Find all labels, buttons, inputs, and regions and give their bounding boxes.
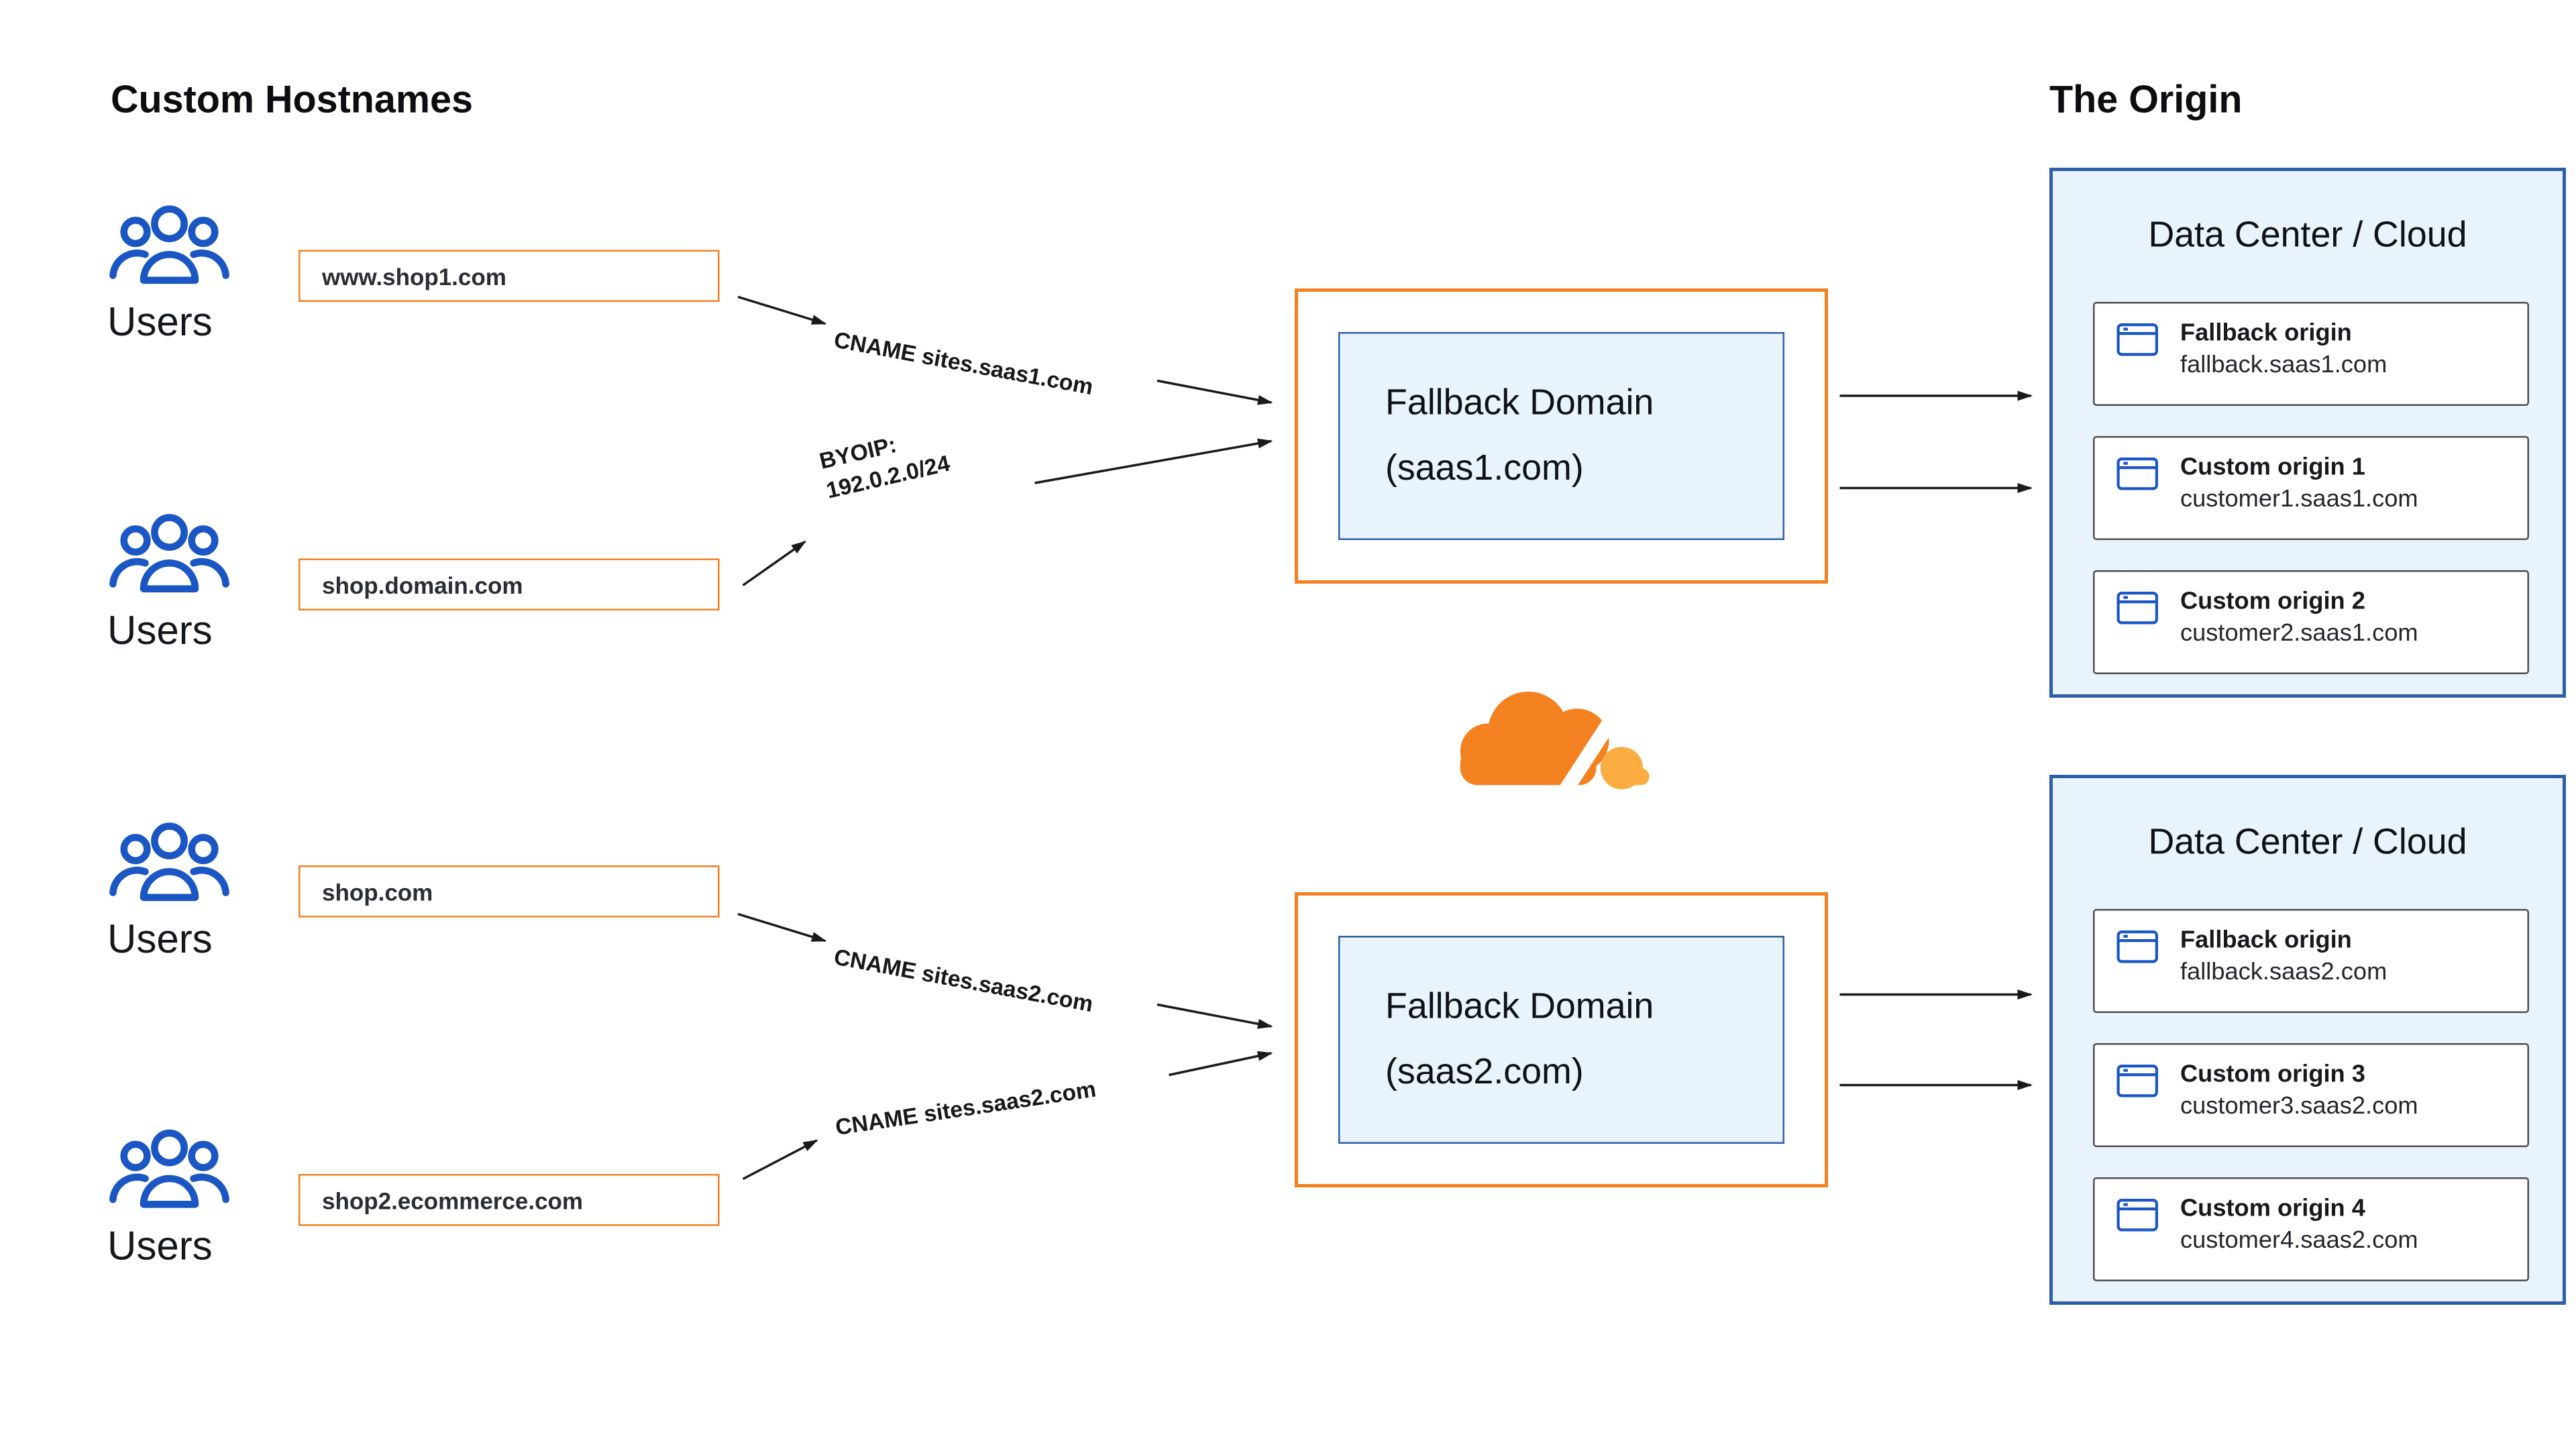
arrow-byoip-to-fallback1: [1034, 438, 1273, 484]
origin-name: Custom origin 4: [2180, 1195, 2365, 1223]
origin-text: Custom origin 1 customer1.saas1.com: [2180, 455, 2418, 514]
users-label: Users: [107, 608, 213, 655]
origin-name: Fallback origin: [2180, 320, 2352, 347]
hostname-box-shop: shop.com: [299, 865, 720, 918]
hostname-text: shop.domain.com: [322, 571, 523, 598]
origin-card-fallback-saas1: Fallback origin fallback.saas1.com: [2093, 302, 2529, 406]
origin-host: customer1.saas1.com: [2180, 486, 2418, 513]
hostname-box-shop2: shop2.ecommerce.com: [299, 1174, 720, 1226]
user-group-1: Users: [107, 201, 292, 347]
origin-card-custom3: Custom origin 3 customer3.saas2.com: [2093, 1043, 2529, 1147]
users-label: Users: [107, 300, 213, 346]
fallback-domain-title: Fallback Domain: [1385, 382, 1654, 423]
cloudflare-logo-slash: [1558, 720, 1615, 796]
hostname-text: shop.com: [322, 877, 433, 905]
fallback-domain-host: (saas2.com): [1385, 1051, 1584, 1092]
user-group-2: Users: [107, 510, 292, 656]
cloudflare-logo: [1460, 692, 1650, 796]
origin-text: Custom origin 4 customer4.saas2.com: [2180, 1196, 2418, 1255]
users-icon: [109, 205, 229, 284]
arrow-shop-to-label: [737, 912, 827, 943]
origin-text: Custom origin 2 customer2.saas1.com: [2180, 589, 2418, 648]
origin-card-custom2: Custom origin 2 customer2.saas1.com: [2093, 570, 2529, 674]
arrow-shop1-to-label: [737, 295, 827, 325]
origin-name: Custom origin 2: [2180, 588, 2365, 616]
users-icon: [109, 514, 229, 593]
browser-window-icon: [2116, 323, 2158, 356]
arrow-label-to-fallback1: [1157, 379, 1273, 405]
arrow-shop2-to-label: [742, 1139, 818, 1181]
origin-host: fallback.saas2.com: [2180, 959, 2387, 986]
fallback-domain-host: (saas1.com): [1385, 447, 1584, 488]
users-label: Users: [107, 917, 213, 963]
arrow-domain-to-label: [742, 541, 807, 586]
browser-window-icon: [2116, 458, 2158, 490]
cloudflare-cloud-dark: [1460, 692, 1609, 786]
data-center-box-1: Data Center / Cloud Fallback origin fall…: [2049, 168, 2566, 698]
data-center-title: Data Center / Cloud: [2148, 215, 2467, 255]
arrow-label2-to-fallback2: [1169, 1051, 1273, 1077]
heading-custom-hostnames: Custom Hostnames: [111, 77, 473, 121]
fallback-domain-box-saas1: Fallback Domain (saas1.com): [1295, 288, 1828, 584]
origin-text: Fallback origin fallback.saas2.com: [2180, 928, 2387, 987]
arrow-label-to-fallback2: [1157, 1003, 1273, 1029]
fallback-domain-inner: Fallback Domain (saas1.com): [1338, 332, 1784, 540]
origin-card-custom1: Custom origin 1 customer1.saas1.com: [2093, 436, 2529, 540]
cloudflare-cloud-light: [1600, 747, 1650, 790]
origin-host: fallback.saas1.com: [2180, 352, 2387, 379]
hostname-text: www.shop1.com: [322, 262, 506, 290]
users-label: Users: [107, 1224, 213, 1270]
browser-window-icon: [2116, 1065, 2158, 1097]
user-group-3: Users: [107, 818, 292, 965]
fallback-domain-title: Fallback Domain: [1385, 986, 1654, 1027]
heading-the-origin: The Origin: [2049, 77, 2243, 121]
data-center-box-2: Data Center / Cloud Fallback origin fall…: [2049, 775, 2566, 1305]
user-group-4: Users: [107, 1126, 292, 1272]
fallback-domain-box-saas2: Fallback Domain (saas2.com): [1295, 892, 1828, 1187]
origin-name: Custom origin 3: [2180, 1061, 2365, 1089]
hostname-box-shop1: www.shop1.com: [299, 250, 720, 302]
origin-host: customer3.saas2.com: [2180, 1093, 2418, 1120]
origin-host: customer2.saas1.com: [2180, 621, 2418, 647]
origin-name: Custom origin 1: [2180, 454, 2365, 482]
hostname-box-domain: shop.domain.com: [299, 558, 720, 610]
origin-name: Fallback origin: [2180, 927, 2352, 955]
origin-host: customer4.saas2.com: [2180, 1228, 2418, 1254]
hostname-text: shop2.ecommerce.com: [322, 1186, 584, 1214]
browser-window-icon: [2116, 592, 2158, 625]
origin-card-custom4: Custom origin 4 customer4.saas2.com: [2093, 1177, 2529, 1281]
users-icon: [109, 822, 229, 902]
origin-text: Fallback origin fallback.saas1.com: [2180, 321, 2387, 380]
fallback-domain-inner: Fallback Domain (saas2.com): [1338, 936, 1784, 1144]
browser-window-icon: [2116, 930, 2158, 963]
origin-card-fallback-saas2: Fallback origin fallback.saas2.com: [2093, 909, 2529, 1013]
origin-text: Custom origin 3 customer3.saas2.com: [2180, 1062, 2418, 1121]
browser-window-icon: [2116, 1199, 2158, 1232]
data-center-title: Data Center / Cloud: [2148, 822, 2467, 862]
users-icon: [109, 1129, 229, 1208]
